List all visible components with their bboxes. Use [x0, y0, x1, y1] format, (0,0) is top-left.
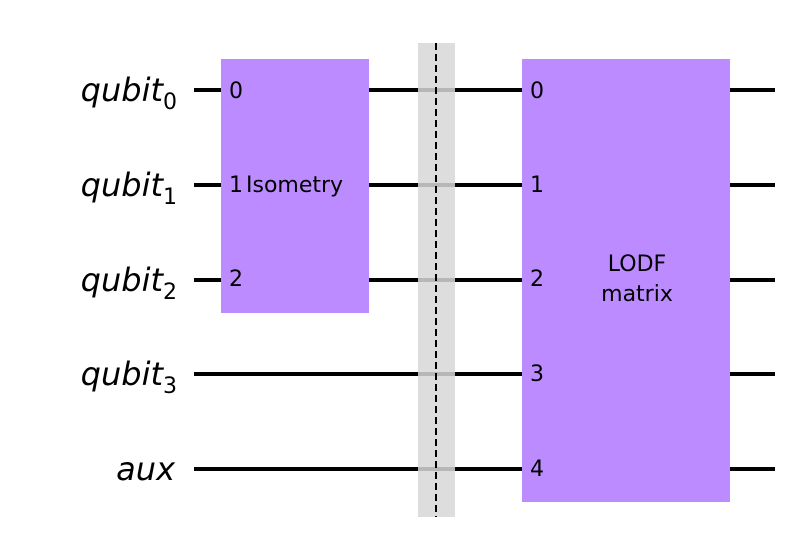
lodf-gate-label-line2: matrix [601, 282, 673, 307]
lodf-pin-2: 2 [530, 267, 544, 292]
lodf-gate-box [522, 59, 730, 502]
wire-labels: qubit0 qubit1 qubit2 qubit3 aux [81, 71, 177, 488]
isometry-gate: 0 1 2 Isometry [221, 59, 369, 313]
isometry-gate-label: Isometry [246, 173, 343, 198]
lodf-gate-label-line1: LODF [608, 252, 666, 277]
isometry-gate-box [221, 59, 369, 313]
wire-label-qubit-1: qubit1 [81, 166, 177, 210]
isometry-pin-1: 1 [229, 173, 243, 198]
wire-label-qubit-0: qubit0 [81, 71, 177, 115]
isometry-pin-2: 2 [229, 267, 243, 292]
lodf-pin-3: 3 [530, 362, 544, 387]
wire-label-aux: aux [116, 450, 176, 488]
barrier [418, 43, 455, 517]
lodf-pin-1: 1 [530, 173, 544, 198]
lodf-pin-4: 4 [530, 457, 544, 482]
wire-label-qubit-2: qubit2 [81, 261, 177, 305]
isometry-pin-0: 0 [229, 79, 243, 104]
lodf-matrix-gate: 0 1 2 3 4 LODF matrix [522, 59, 730, 502]
lodf-pin-0: 0 [530, 79, 544, 104]
wire-label-qubit-3: qubit3 [81, 355, 177, 399]
